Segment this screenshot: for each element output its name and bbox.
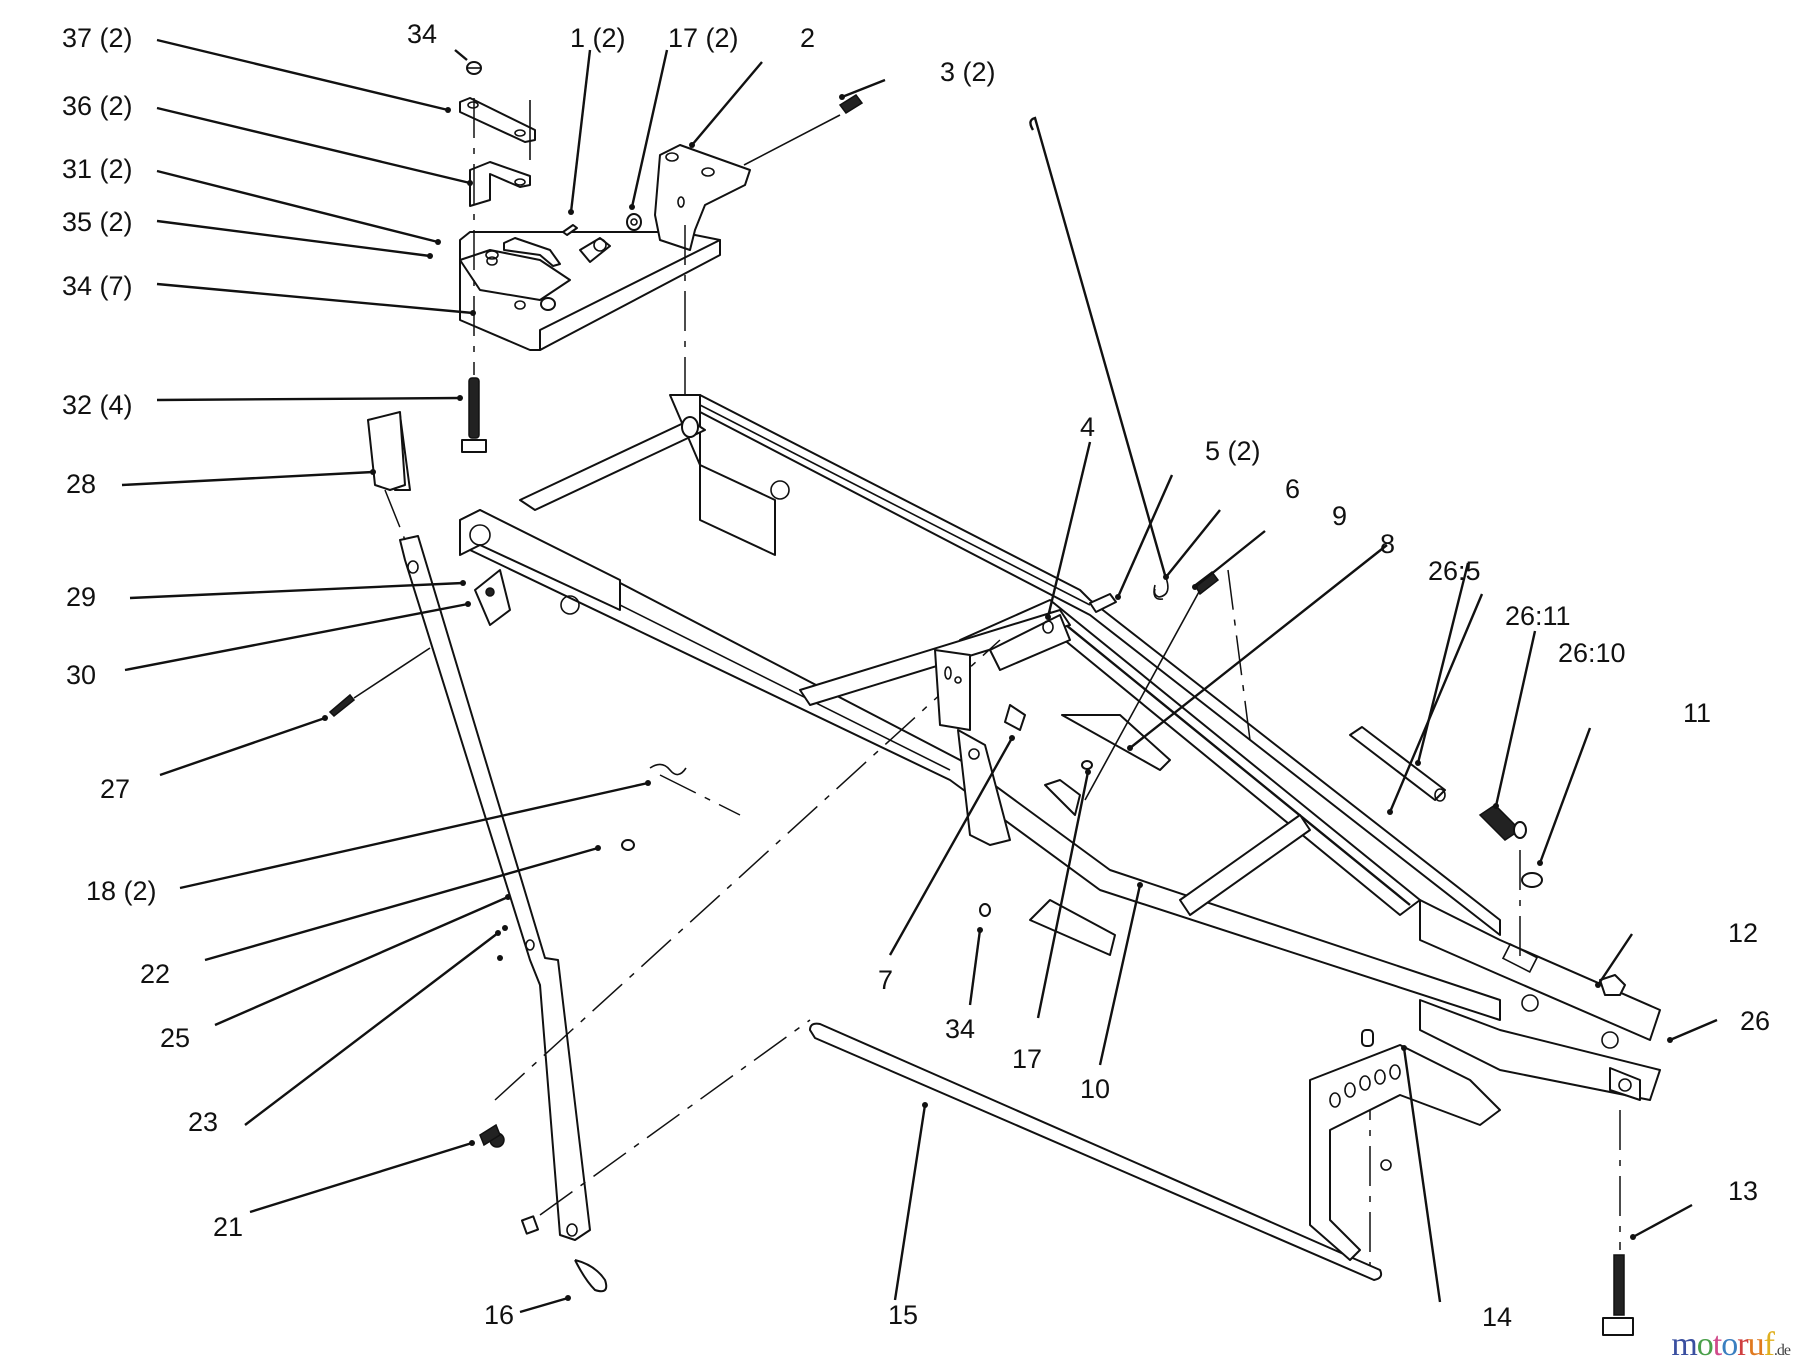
callout-17-bottom: 17	[1012, 1044, 1042, 1074]
watermark-letter: t	[1712, 1326, 1723, 1363]
callout-1: 1 (2)	[570, 23, 626, 53]
callout-13: 13	[1728, 1176, 1758, 1206]
watermark-letter: o	[1721, 1326, 1738, 1363]
right-small-parts	[1227, 569, 1634, 1336]
callout-26-11: 26:11	[1505, 601, 1571, 631]
callout-15: 15	[888, 1300, 918, 1330]
lift-lever	[367, 411, 591, 1241]
watermark-letter: m	[1671, 1326, 1697, 1363]
callout-5: 5 (2)	[1205, 436, 1261, 466]
callout-34-top: 34	[407, 19, 437, 49]
callout-27: 27	[100, 774, 130, 804]
watermark-letter: o	[1696, 1326, 1714, 1363]
callout-23: 23	[188, 1107, 218, 1137]
callout-25: 25	[160, 1023, 190, 1053]
callout-10: 10	[1080, 1074, 1110, 1104]
callout-22: 22	[140, 959, 170, 989]
callout-37: 37 (2)	[62, 23, 133, 53]
callout-6: 6	[1285, 474, 1300, 504]
rod-15	[809, 1022, 1383, 1281]
pins-4-9	[1084, 570, 1220, 801]
callout-28: 28	[66, 469, 96, 499]
callout-21: 21	[213, 1212, 243, 1242]
callout-16: 16	[484, 1300, 514, 1330]
callout-14: 14	[1482, 1302, 1512, 1332]
plates-37-36	[459, 61, 686, 395]
callout-26: 26	[1740, 1006, 1770, 1036]
callout-7: 7	[878, 965, 893, 995]
spring-rod	[1029, 116, 1169, 598]
callout-34-7: 34 (7)	[62, 271, 133, 301]
mount-bracket-14	[1309, 1029, 1501, 1261]
callout-26-5: 26:5	[1428, 556, 1481, 586]
small-parts-left	[328, 569, 687, 1293]
leader-lines	[121, 38, 1718, 1314]
callout-labels: 37 (2) 34 1 (2) 17 (2) 2 3 (2) 36 (2) 31…	[62, 19, 1770, 1332]
callout-2: 2	[800, 23, 815, 53]
bolt-3	[743, 93, 864, 166]
watermark-letter: f	[1763, 1326, 1775, 1363]
watermark-letter: r	[1737, 1326, 1748, 1363]
callout-18: 18 (2)	[86, 876, 157, 906]
assembly-lines	[494, 639, 1621, 1270]
watermark-letters: motoruf	[1671, 1326, 1775, 1363]
callout-9: 9	[1332, 501, 1347, 531]
callout-3: 3 (2)	[940, 57, 996, 87]
motoruf-watermark-logo: motoruf.de	[1671, 1326, 1791, 1364]
callout-30: 30	[66, 660, 96, 690]
callout-34-bottom: 34	[945, 1014, 975, 1044]
callout-31: 31 (2)	[62, 154, 133, 184]
callout-29: 29	[66, 582, 96, 612]
callout-8: 8	[1380, 529, 1395, 559]
callout-4: 4	[1080, 412, 1095, 442]
main-frame	[459, 394, 1661, 1101]
callout-11: 11	[1683, 698, 1711, 728]
upper-bracket-assembly	[459, 144, 751, 351]
bolt-32	[461, 377, 487, 453]
callout-32: 32 (4)	[62, 390, 133, 420]
callout-12: 12	[1728, 918, 1758, 948]
watermark-letter: u	[1747, 1326, 1765, 1363]
watermark-tld: .de	[1773, 1342, 1791, 1359]
callout-36: 36 (2)	[62, 91, 133, 121]
callout-26-10: 26:10	[1558, 638, 1626, 668]
callout-35: 35 (2)	[62, 207, 133, 237]
callout-17-top: 17 (2)	[668, 23, 739, 53]
